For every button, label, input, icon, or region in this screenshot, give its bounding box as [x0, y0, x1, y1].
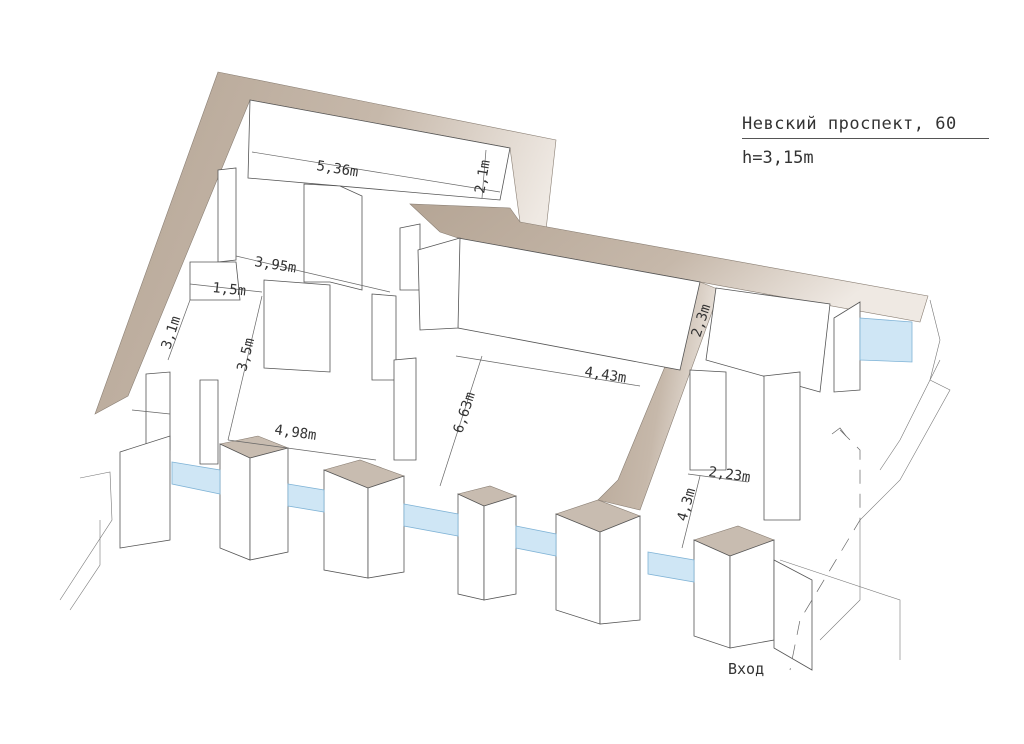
dim-label-9: 4,43m: [583, 364, 627, 386]
ceiling-height-label: h=3,15m: [742, 148, 814, 168]
dim-label-4: 1,5m: [212, 280, 247, 299]
interior-walls: [145, 99, 861, 521]
dim-label-11: 2,23m: [707, 464, 751, 486]
entrance-door: [773, 427, 861, 671]
dim-label-2: 2,1m: [472, 159, 494, 195]
dim-label-5: 3,1m: [159, 314, 185, 351]
exterior-walls: [94, 71, 929, 511]
street-outline: [59, 299, 951, 660]
dim-label-8: 6,63m: [451, 390, 479, 435]
windows: [171, 317, 913, 583]
entrance-label: Вход: [728, 660, 765, 678]
dim-label-12: 4,3m: [674, 486, 699, 523]
address-title: Невский проспект, 60: [742, 114, 957, 134]
dim-label-1: 5,36m: [315, 158, 359, 180]
dim-label-3: 3,95m: [253, 254, 297, 276]
dimension-lines: [131, 149, 749, 549]
dim-label-7: 4,98m: [273, 422, 317, 444]
title-underline: [742, 138, 989, 139]
dimension-labels: 5,36m 2,1m 3,95m 1,5m 3,1m 3,5m 4,98m 6,…: [159, 158, 752, 523]
dim-label-6: 3,5m: [234, 336, 258, 373]
front-pillars: [119, 435, 775, 649]
